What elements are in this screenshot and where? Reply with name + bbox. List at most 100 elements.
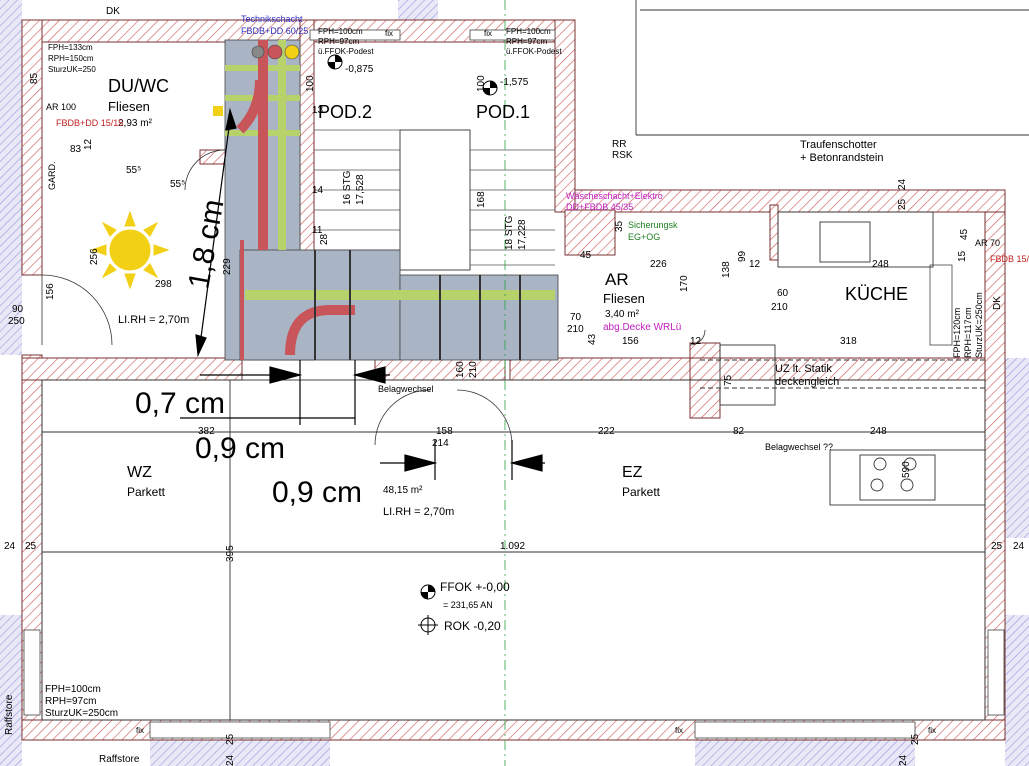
- label-ar-right: AR 70: [975, 238, 1000, 248]
- dim-256: 256: [89, 248, 100, 265]
- measurement-09b: 0,9 cm: [272, 476, 362, 509]
- label-fbdb-right: FBDB 15/1: [990, 254, 1029, 264]
- measurement-18: 1,8 cm: [182, 197, 230, 291]
- sun-icon: [90, 210, 170, 290]
- room-height-ez: LI.RH = 2,70m: [383, 506, 454, 518]
- label-fbdb-dd-top: FBDB+DD 60/25: [241, 26, 308, 36]
- dim-25-left: 25: [25, 541, 37, 552]
- dim-70: 70: [570, 312, 582, 323]
- label-traufenschotter-2: + Betonrandstein: [800, 152, 883, 164]
- label-ffok: FFOK +-0,00: [440, 580, 510, 594]
- label-stairs-lower-1: 18 STG: [504, 215, 515, 250]
- stairs: [314, 129, 555, 266]
- dim-13: 13: [312, 105, 324, 116]
- dim-214: 214: [432, 438, 449, 449]
- label-rok: ROK -0,20: [444, 619, 501, 633]
- dim-43: 43: [587, 333, 598, 345]
- doors: [41, 149, 706, 446]
- dim-25-bottom-left: 25: [225, 733, 236, 745]
- dim-156b: 156: [45, 283, 56, 300]
- room-note-ar: abg.Decke WRLü: [603, 322, 681, 333]
- label-fph-du-3: SturzUK=250: [48, 65, 96, 74]
- room-area-ar: 3,40 m²: [605, 309, 640, 320]
- dim-248b: 248: [872, 259, 889, 270]
- dim-25-bottom-right: 25: [910, 733, 921, 745]
- dim-24-top-right: 24: [897, 178, 908, 190]
- dim-395: 395: [225, 545, 236, 562]
- dim-12c: 12: [83, 138, 94, 150]
- dim-55a: 55⁵: [126, 165, 141, 176]
- room-name-ez: EZ: [622, 464, 643, 481]
- dim-210: 210: [771, 302, 788, 313]
- dim-382: 382: [198, 426, 215, 437]
- dim-45b: 45: [959, 228, 970, 240]
- dim-24-bottom-right: 24: [898, 754, 909, 766]
- label-fix-4: fix: [675, 726, 683, 735]
- room-area-du-wc: 2,93 m²: [118, 118, 153, 129]
- label-fph-kitchen-2: RPH=117cm: [963, 307, 973, 358]
- room-name-ar: AR: [605, 270, 629, 289]
- dim-100a: 100: [305, 75, 316, 92]
- label-uz-statik-2: deckengleich: [775, 376, 839, 388]
- dimension-lines: [180, 107, 545, 480]
- dim-11: 11: [312, 225, 323, 236]
- room-height-du-wc: LI.RH = 2,70m: [118, 314, 189, 326]
- label-fix-2: fix: [484, 29, 492, 38]
- label-uz-statik-1: UZ lt. Statik: [775, 363, 832, 375]
- label-dk-top: DK: [106, 6, 120, 17]
- dim-156a: 156: [622, 336, 639, 347]
- label-ffok-an: = 231,65 AN: [443, 600, 493, 610]
- dim-35: 35: [614, 220, 625, 232]
- dim-28: 28: [319, 233, 330, 245]
- dim-14: 14: [312, 185, 324, 196]
- dim-168: 168: [476, 191, 487, 208]
- dim-1092: 1.092: [500, 541, 525, 552]
- label-level-pod1: -1,575: [500, 77, 529, 88]
- label-fph-kitchen-1: FPH=120cm: [952, 308, 962, 358]
- label-fph-bottom-1: FPH=100cm: [45, 684, 101, 695]
- dim-222: 222: [598, 426, 615, 437]
- dim-75: 75: [723, 374, 734, 386]
- measurement-07: 0,7 cm: [135, 387, 225, 420]
- label-technikschacht: Technikschacht: [241, 14, 303, 24]
- label-belagwechsel2: Belagwechsel ??: [765, 442, 833, 452]
- label-fph-pod1-2: RPH=97cm: [506, 37, 547, 46]
- dim-25-top-right: 25: [897, 198, 908, 210]
- dim-24-right: 24: [1013, 541, 1025, 552]
- label-fix-5: fix: [928, 726, 936, 735]
- dim-160: 160: [455, 361, 466, 378]
- dim-85: 85: [29, 72, 40, 84]
- dim-55b: 55⁵: [170, 179, 185, 190]
- label-raffstore-left: Raffstore: [4, 694, 15, 735]
- room-floor-du-wc: Fliesen: [108, 99, 150, 114]
- label-fix-3: fix: [136, 726, 144, 735]
- label-fix-1: fix: [385, 29, 393, 38]
- label-fph-du-1: FPH=133cm: [48, 43, 93, 52]
- dim-99: 99: [737, 250, 748, 262]
- dim-210b: 210: [567, 324, 584, 335]
- room-floor-ez: Parkett: [622, 485, 661, 499]
- label-fbdb-dd-wc: FBDB+DD 15/15: [56, 118, 123, 128]
- room-area-ez: 48,15 m²: [383, 485, 423, 496]
- label-fph-pod1-1: FPH=100cm: [506, 27, 551, 36]
- dim-138: 138: [721, 261, 732, 278]
- dim-60: 60: [777, 288, 789, 299]
- label-waschschacht-1: Wäscheschacht+Elektro: [566, 191, 663, 201]
- dim-298: 298: [155, 279, 172, 290]
- windows: [23, 29, 1005, 739]
- dim-229: 229: [222, 258, 233, 275]
- dim-318: 318: [840, 336, 857, 347]
- label-fph-kitchen-3: SturzUK=250cm: [974, 292, 984, 358]
- dim-100b: 100: [476, 75, 487, 92]
- label-fph-bottom-2: RPH=97cm: [45, 696, 96, 707]
- dim-25-right: 25: [991, 541, 1003, 552]
- label-raffstore-bottom: Raffstore: [99, 754, 140, 765]
- dim-590: 590: [901, 461, 912, 478]
- level-markers: [327, 54, 498, 635]
- room-floor-wz: Parkett: [127, 485, 166, 499]
- dimension-numbers: 382 214 158 222 82 248 248 1.092 395 24 …: [4, 72, 1025, 766]
- ventilation-ducts: [213, 39, 559, 361]
- label-stairs-upper-2: 17,528: [355, 174, 366, 205]
- label-gard: GARD.: [47, 161, 57, 190]
